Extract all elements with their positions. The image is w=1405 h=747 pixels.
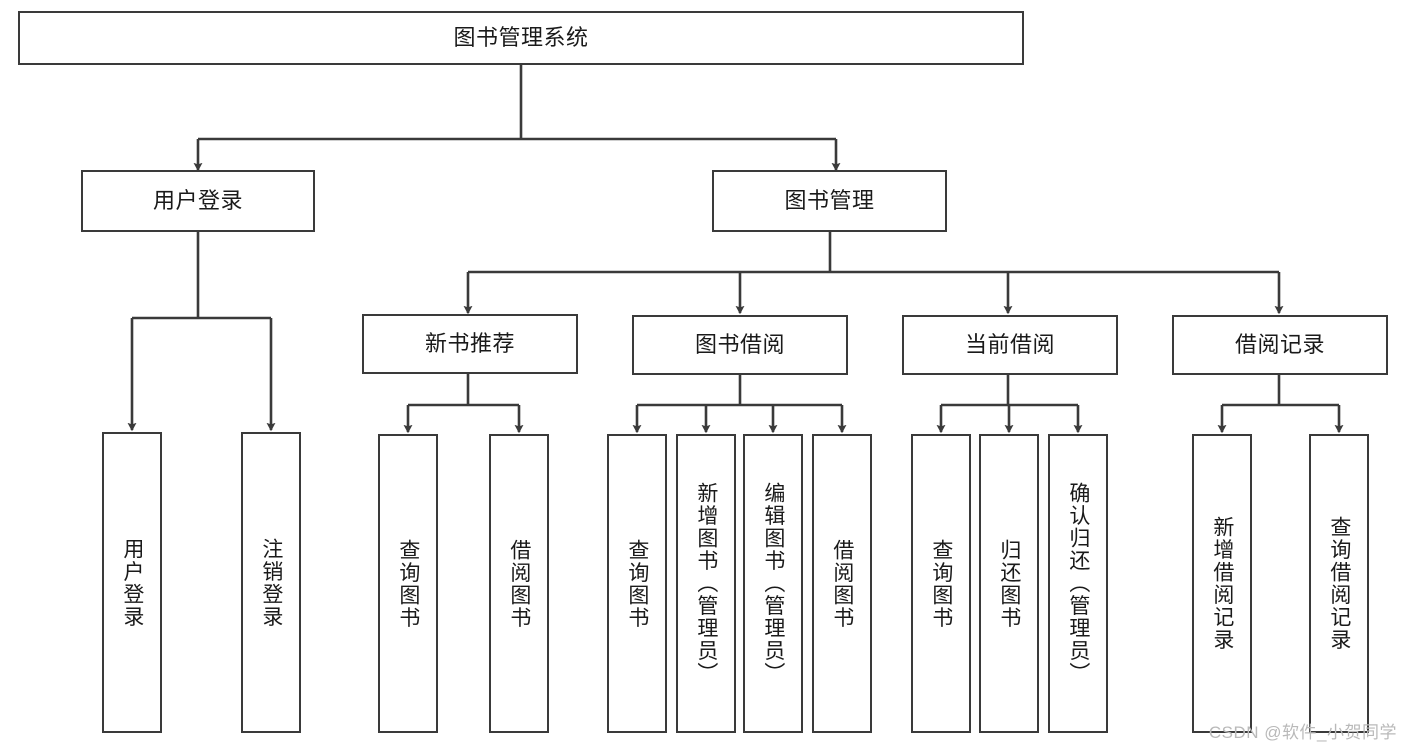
node-label: 图书管理系统	[453, 24, 589, 50]
node-label: 图书管理	[784, 187, 875, 213]
node-label: 查询图书	[929, 538, 953, 629]
node-borrow-record[interactable]: 借阅记录	[1172, 315, 1388, 375]
node-leaf-query-book-2[interactable]: 查询图书	[607, 434, 667, 733]
node-label: 当前借阅	[964, 331, 1055, 357]
node-book-management[interactable]: 图书管理	[712, 170, 947, 232]
node-label: 归还图书	[997, 538, 1021, 629]
node-leaf-return-book[interactable]: 归还图书	[979, 434, 1039, 733]
node-user-login[interactable]: 用户登录	[81, 170, 315, 232]
node-label: 借阅图书	[507, 538, 531, 629]
node-leaf-query-record[interactable]: 查询借阅记录	[1309, 434, 1369, 733]
node-label: 查询图书	[625, 538, 649, 629]
node-leaf-logout-login[interactable]: 注销登录	[241, 432, 301, 733]
node-leaf-add-record[interactable]: 新增借阅记录	[1192, 434, 1252, 733]
node-label: 借阅图书	[830, 538, 854, 629]
node-book-management-system[interactable]: 图书管理系统	[18, 11, 1024, 65]
node-label: 借阅记录	[1234, 331, 1325, 357]
node-leaf-borrow-book-2[interactable]: 借阅图书	[812, 434, 872, 733]
node-label: 确认归还（管理员）	[1066, 482, 1090, 685]
node-label: 查询图书	[396, 538, 420, 629]
node-label: 新书推荐	[424, 330, 515, 356]
node-leaf-query-book-1[interactable]: 查询图书	[378, 434, 438, 733]
node-current-borrow[interactable]: 当前借阅	[902, 315, 1118, 375]
node-leaf-confirm-return[interactable]: 确认归还（管理员）	[1048, 434, 1108, 733]
node-label: 用户登录	[120, 537, 144, 628]
node-leaf-borrow-book-1[interactable]: 借阅图书	[489, 434, 549, 733]
node-leaf-user-login[interactable]: 用户登录	[102, 432, 162, 733]
node-label: 注销登录	[259, 537, 283, 628]
node-label: 编辑图书（管理员）	[761, 482, 785, 685]
node-label: 新增借阅记录	[1210, 516, 1234, 651]
node-new-book-recommend[interactable]: 新书推荐	[362, 314, 578, 374]
node-label: 图书借阅	[694, 331, 785, 357]
node-label: 查询借阅记录	[1327, 516, 1351, 651]
node-leaf-add-book[interactable]: 新增图书（管理员）	[676, 434, 736, 733]
node-book-borrow[interactable]: 图书借阅	[632, 315, 848, 375]
node-label: 用户登录	[152, 187, 243, 213]
node-label: 新增图书（管理员）	[694, 482, 718, 685]
node-leaf-query-book-3[interactable]: 查询图书	[911, 434, 971, 733]
node-leaf-edit-book[interactable]: 编辑图书（管理员）	[743, 434, 803, 733]
